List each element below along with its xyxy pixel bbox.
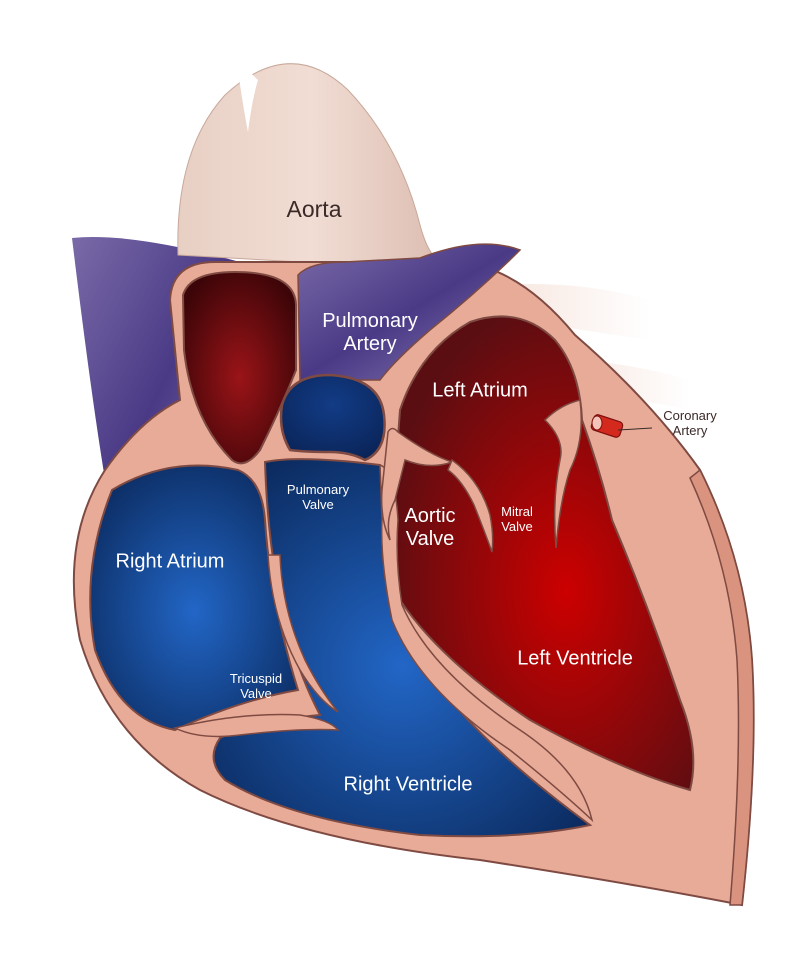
tricuspid-leaflet — [172, 713, 340, 738]
pulmonary-valve-region — [279, 373, 386, 462]
aortic-valve-leaflet — [380, 427, 455, 541]
label-left-ventricle: Left Ventricle — [517, 647, 633, 670]
heart-wall-edge — [689, 468, 755, 906]
mitral-valve-leaflet — [543, 399, 582, 549]
label-pulmonary-artery: Pulmonary Artery — [322, 310, 418, 355]
aorta-branch — [237, 60, 258, 132]
mitral-valve-leaflet — [447, 458, 494, 553]
coronary-leader-line — [617, 427, 653, 431]
label-coronary-artery: Coronary Artery — [663, 408, 717, 438]
label-aortic-valve: Aortic Valve — [404, 505, 456, 550]
label-mitral-valve: Mitral Valve — [501, 504, 533, 534]
interventricular-septum — [379, 463, 594, 823]
label-tricuspid-valve: Tricuspid Valve — [229, 671, 283, 701]
aortic-root-chamber — [181, 270, 297, 465]
right-atrium-chamber — [89, 464, 300, 732]
label-pulmonary-valve: Pulmonary Valve — [286, 482, 350, 512]
aorta-vessel — [177, 63, 446, 269]
label-aorta: Aorta — [286, 195, 342, 222]
pulmonary-artery-vessel — [297, 243, 522, 381]
coronary-artery-lumen — [591, 415, 603, 431]
label-right-atrium: Right Atrium — [115, 550, 225, 573]
tricuspid-leaflet — [267, 554, 339, 713]
label-right-ventricle: Right Ventricle — [343, 773, 473, 796]
left-heart-chambers — [388, 315, 695, 792]
label-left-atrium: Left Atrium — [432, 379, 528, 402]
